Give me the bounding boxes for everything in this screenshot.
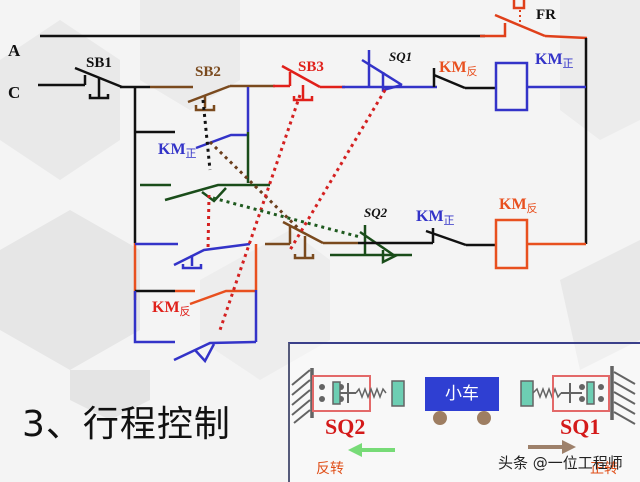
fr-contact bbox=[480, 0, 588, 40]
km-reverse-nc-label: KM反 bbox=[439, 60, 478, 78]
cart: 小车 bbox=[425, 377, 499, 411]
page-title: 3、行程控制 bbox=[22, 404, 231, 445]
km-forward-hold-label: KM正 bbox=[158, 142, 197, 160]
km-reverse-coil bbox=[494, 218, 529, 270]
km-text: KM bbox=[535, 51, 563, 68]
sb2-nc-contact bbox=[265, 220, 358, 260]
sb3-no-contact bbox=[133, 242, 258, 300]
sq1-label: SQ1 bbox=[389, 49, 413, 64]
sb2-switch bbox=[150, 84, 275, 112]
km-reverse-nc-contact bbox=[432, 68, 496, 90]
sb1-switch bbox=[38, 66, 123, 100]
km-subscript: 正 bbox=[443, 215, 455, 227]
sq2-no-contact-left bbox=[140, 183, 270, 203]
sq1-contact bbox=[342, 50, 437, 92]
km-subscript: 正 bbox=[185, 148, 197, 160]
sb3-switch bbox=[273, 64, 345, 102]
sq2-nc-contact bbox=[330, 225, 433, 265]
km-subscript: 反 bbox=[466, 66, 478, 78]
km-forward-nc-label: KM正 bbox=[416, 209, 455, 227]
reverse-arrow-icon bbox=[348, 443, 395, 457]
forward-label: 正转 bbox=[590, 461, 618, 477]
km-reverse-hold-label: KM反 bbox=[152, 300, 191, 318]
km-reverse-holding-contact bbox=[135, 289, 256, 306]
sq1-no-contact bbox=[133, 290, 258, 364]
forward-arrow-icon bbox=[528, 440, 576, 454]
sq2-mechanism-label: SQ2 bbox=[325, 414, 366, 439]
km-text: KM bbox=[152, 299, 180, 316]
km-text: KM bbox=[158, 141, 186, 158]
cart-wheel bbox=[433, 411, 447, 425]
km-text: KM bbox=[439, 59, 467, 76]
km-subscript: 反 bbox=[526, 203, 538, 215]
sb1-label: SB1 bbox=[86, 55, 112, 71]
km-forward-coil bbox=[494, 61, 529, 112]
sb2-label: SB2 bbox=[195, 64, 221, 80]
sq1-mechanism-label: SQ1 bbox=[560, 414, 601, 439]
sq2-switch-mechanism bbox=[312, 375, 405, 412]
right-wall bbox=[610, 366, 636, 425]
sq1-switch-mechanism bbox=[520, 375, 610, 412]
km-text: KM bbox=[499, 196, 527, 213]
mechanism-panel bbox=[288, 342, 640, 482]
km-subscript: 正 bbox=[562, 58, 574, 70]
cart-wheel bbox=[477, 411, 491, 425]
sb3-label: SB3 bbox=[298, 59, 324, 75]
mechanical-linkages bbox=[201, 89, 387, 331]
rail-a-label: A bbox=[8, 41, 21, 60]
km-forward-nc-contact bbox=[425, 228, 496, 247]
fr-label: FR bbox=[536, 7, 556, 23]
km-text: KM bbox=[416, 208, 444, 225]
sq2-label: SQ2 bbox=[364, 205, 388, 220]
km-forward-coil-label: KM正 bbox=[535, 52, 574, 70]
rail-c-label: C bbox=[8, 83, 21, 102]
watermark: 头条 @一位工程师 bbox=[498, 454, 623, 472]
km-subscript: 反 bbox=[179, 306, 191, 318]
reverse-label: 反转 bbox=[316, 461, 344, 477]
km-reverse-coil-label: KM反 bbox=[499, 197, 538, 215]
